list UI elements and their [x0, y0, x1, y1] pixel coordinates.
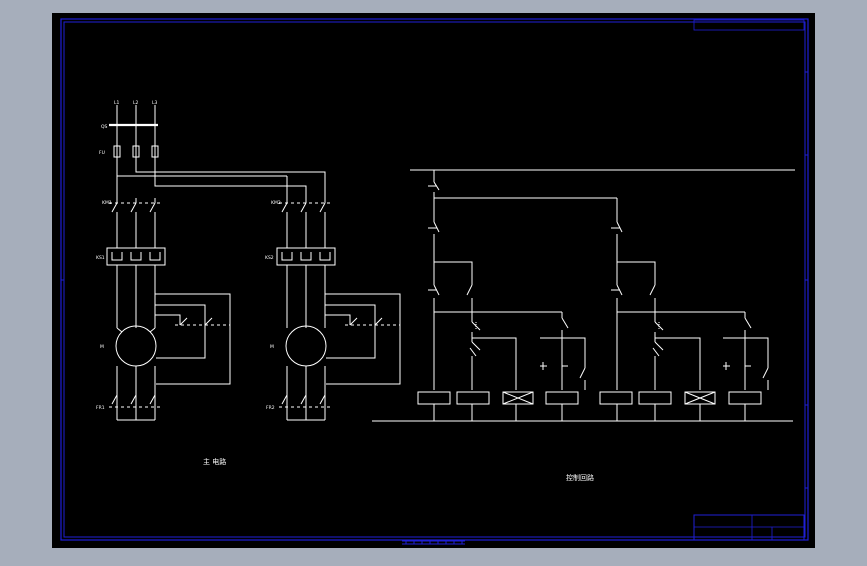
main-circuit-labels: L1 L2 L3 QS FU KM1 KS1 M FR1 KM2 KS2 M F…: [96, 100, 281, 411]
control-circuit: [372, 169, 795, 422]
label-fr1: FR1: [96, 405, 105, 411]
label-motor2: M: [270, 344, 274, 350]
main-circuit-title: 主 电路: [203, 457, 226, 466]
label-qs: QS: [101, 124, 108, 130]
control-circuit-title: 控制回路: [566, 473, 594, 482]
label-km1: KM1: [102, 200, 112, 206]
label-fr2: FR2: [266, 405, 275, 411]
title-block: [693, 514, 805, 541]
frame-ticks: [61, 71, 808, 489]
top-tag-box: [693, 19, 805, 31]
label-L3: L3: [152, 100, 158, 106]
label-motor1: M: [100, 344, 104, 350]
main-circuit: [106, 105, 401, 421]
label-km2: KM2: [271, 200, 281, 206]
label-L2: L2: [133, 100, 139, 106]
label-ks1: KS1: [96, 255, 105, 261]
label-L1: L1: [114, 100, 120, 106]
bottom-ruler: [402, 540, 465, 545]
label-ks2: KS2: [265, 255, 274, 261]
label-fu: FU: [99, 150, 105, 156]
